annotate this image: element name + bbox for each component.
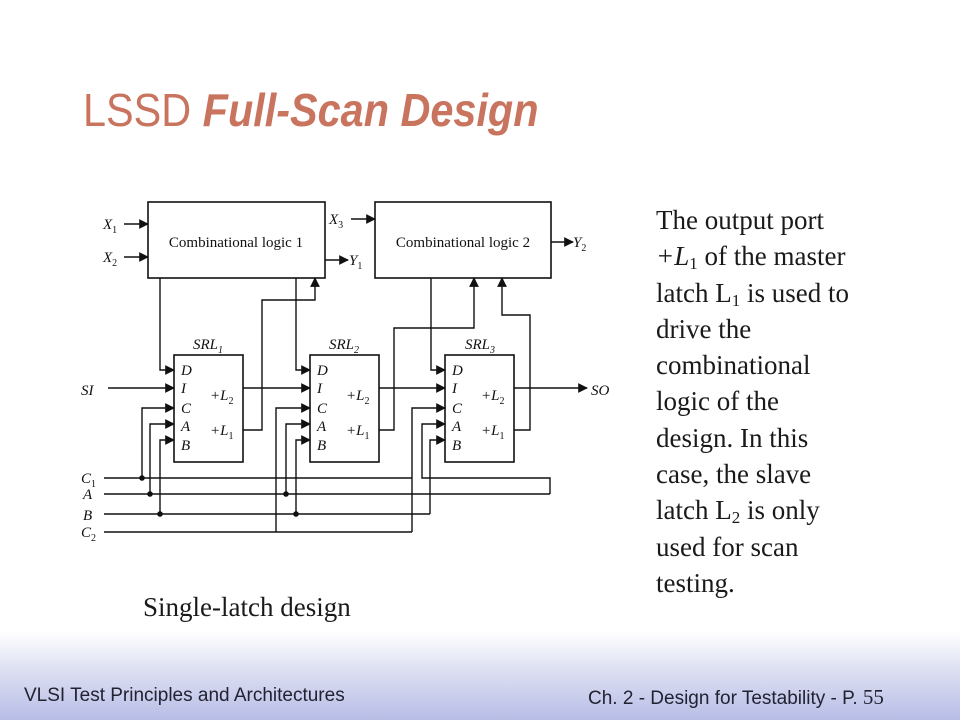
clock-b-label: B (83, 508, 92, 524)
desc-line-4: drive the (656, 313, 752, 344)
page-number: 55 (862, 685, 884, 709)
footer-band (0, 632, 960, 720)
srl-1-port-i: I (180, 381, 187, 397)
desc-line-1: The output port (656, 205, 824, 235)
desc-line-6: logic of the (656, 386, 779, 417)
srl-3-port-l2: +L2 (481, 388, 504, 407)
desc-line-2: +L1 of the master (656, 241, 846, 274)
slide-title: LSSD Full-Scan Design (83, 82, 539, 138)
srl-3-port-b: B (452, 438, 461, 454)
footer-chapter: Ch. 2 - Design for Testability - P. 55 (588, 685, 884, 709)
desc-line-11: testing. (656, 567, 735, 598)
srl-2-title: SRL2 (329, 337, 359, 356)
input-x2-label: X2 (102, 250, 117, 269)
srl-2-port-l1: +L1 (346, 423, 369, 442)
srl-1-port-l1: +L1 (210, 423, 233, 442)
desc-line-7: design. In this (656, 422, 809, 453)
desc-line-5: combinational (656, 350, 811, 381)
comb-logic-1-box (147, 201, 326, 279)
diagram-caption: Single-latch design (143, 592, 351, 622)
srl-3-port-l1: +L1 (481, 423, 504, 442)
title-emphasis: Full-Scan Design (202, 84, 539, 136)
srl-2-box (309, 354, 380, 463)
title-main: LSSD (83, 84, 192, 136)
comb-logic-1-label: Combinational logic 1 (169, 235, 303, 251)
comb-logic-2-box (374, 201, 552, 279)
clock-a-label: A (82, 487, 93, 503)
scan-in-label: SI (81, 383, 95, 399)
srl-3-port-a: A (451, 419, 462, 435)
description-text: The output port +L1 of the master latch … (656, 202, 926, 601)
srl-3-title: SRL3 (465, 337, 495, 356)
srl-2-port-b: B (317, 438, 326, 454)
desc-line-10: used for scan (656, 531, 799, 562)
srl-2-port-a: A (316, 419, 327, 435)
srl-3-port-c: C (452, 401, 463, 417)
output-y2-label: Y2 (573, 235, 586, 254)
srl-3-port-d: D (451, 363, 463, 379)
desc-line-8: case, the slave (656, 459, 812, 490)
srl-1-box (173, 354, 244, 463)
srl-3-box (444, 354, 515, 463)
srl-1-port-a: A (180, 419, 191, 435)
desc-line-3: latch L1 is used to (656, 277, 849, 310)
srl-3-port-i: I (451, 381, 458, 397)
input-x1-label: X1 (102, 217, 117, 236)
srl-2-port-i: I (316, 381, 323, 397)
srl-2-port-d: D (316, 363, 328, 379)
footer-course-title: VLSI Test Principles and Architectures (24, 685, 345, 706)
clock-c2-label: C2 (81, 525, 96, 544)
srl-1-port-c: C (181, 401, 192, 417)
clock-c1-label: C1 (81, 471, 96, 490)
input-x3-label: X3 (328, 212, 343, 231)
output-y1-label: Y1 (349, 253, 362, 272)
srl-2-port-l2: +L2 (346, 388, 369, 407)
srl-1-title: SRL1 (193, 337, 223, 356)
scan-out-label: SO (591, 383, 610, 399)
wire-junctions (139, 475, 299, 517)
comb-logic-2-label: Combinational logic 2 (396, 235, 530, 251)
srl-1-port-b: B (181, 438, 190, 454)
srl-2-port-c: C (317, 401, 328, 417)
srl-1-port-l2: +L2 (210, 388, 233, 407)
srl-1-port-d: D (180, 363, 192, 379)
desc-line-9: latch L2 is only (656, 495, 820, 528)
